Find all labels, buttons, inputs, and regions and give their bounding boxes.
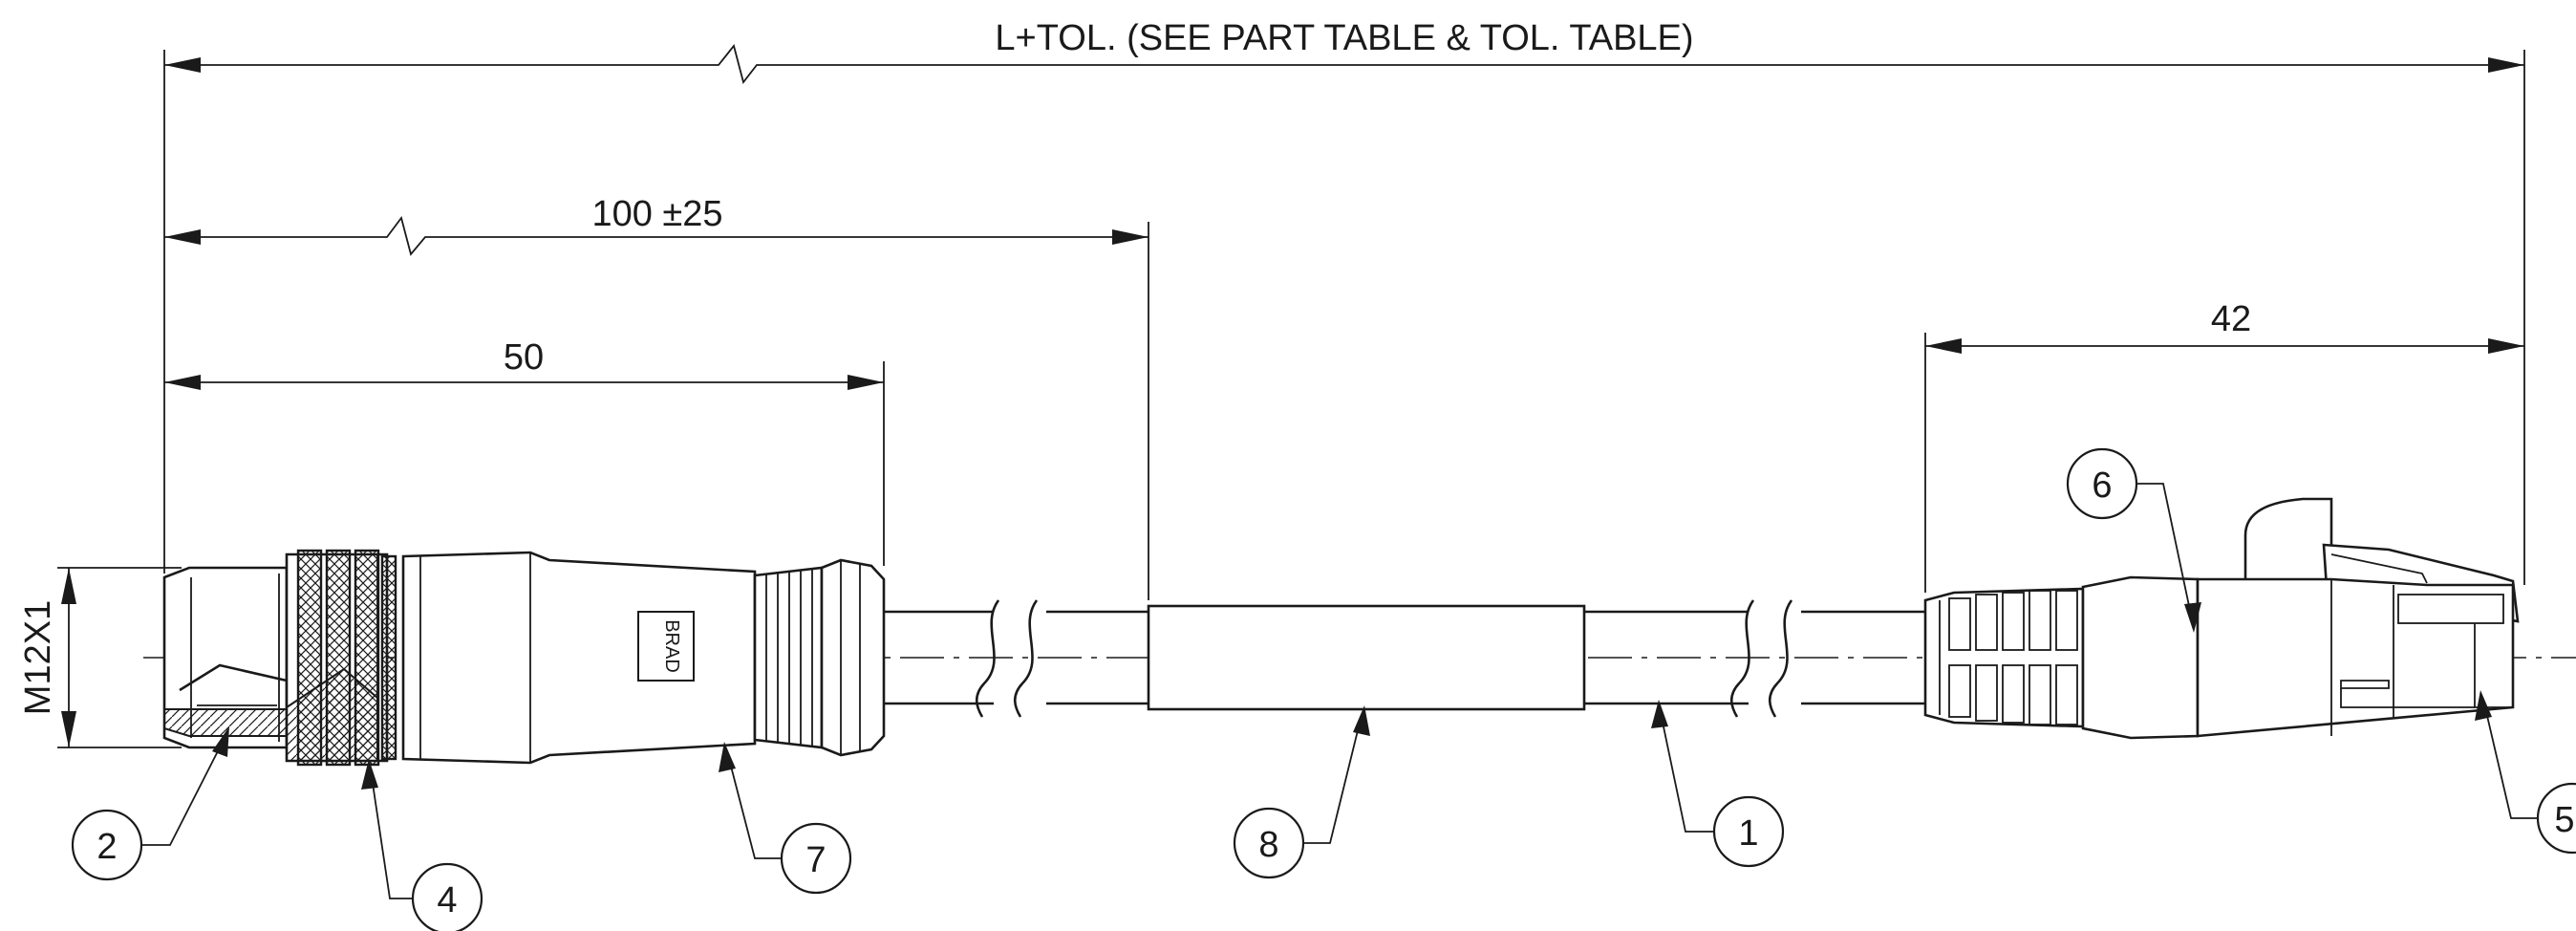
balloon-8-label: 8 [1258, 825, 1278, 865]
balloon-6-label: 6 [2092, 466, 2112, 506]
thread-label: M12X1 [18, 600, 58, 715]
sleeve-position-label: 100 ±25 [591, 194, 722, 234]
brad-logo-text: BRAD [661, 619, 682, 673]
balloon-2-label: 2 [97, 827, 117, 867]
plug-length-label: 42 [2211, 299, 2251, 339]
balloon-4: 4 [361, 759, 483, 931]
brad-logo [637, 611, 695, 682]
overall-length-dimension: L+TOL. (SEE PART TABLE & TOL. TABLE) [164, 18, 2524, 84]
balloon-7: 7 [719, 742, 852, 895]
balloon-6: 6 [2066, 447, 2201, 633]
connector-length-label: 50 [504, 337, 544, 378]
cable [884, 599, 1925, 718]
overall-length-label: L+TOL. (SEE PART TABLE & TOL. TABLE) [995, 18, 1693, 58]
balloon-5-label: 5 [2554, 800, 2574, 840]
thread-dimension: M12X1 [18, 568, 76, 747]
extension-lines [57, 50, 2525, 748]
sleeve-position-dimension: 100 ±25 [164, 194, 1148, 256]
heat-shrink-sleeve [1147, 604, 1586, 711]
balloon-1-label: 1 [1738, 813, 1758, 854]
plug-length-dimension: 42 [1925, 299, 2524, 354]
balloon-7-label: 7 [805, 840, 826, 880]
balloon-1: 1 [1651, 700, 1785, 868]
connector-length-dimension: 50 [164, 337, 884, 390]
balloon-8: 8 [1233, 705, 1370, 879]
rj45-plug [1923, 497, 2520, 740]
balloon-5: 5 [2475, 690, 2576, 855]
balloon-4-label: 4 [437, 880, 457, 920]
m12-connector: BRAD [162, 549, 886, 767]
balloon-2: 2 [71, 726, 229, 881]
